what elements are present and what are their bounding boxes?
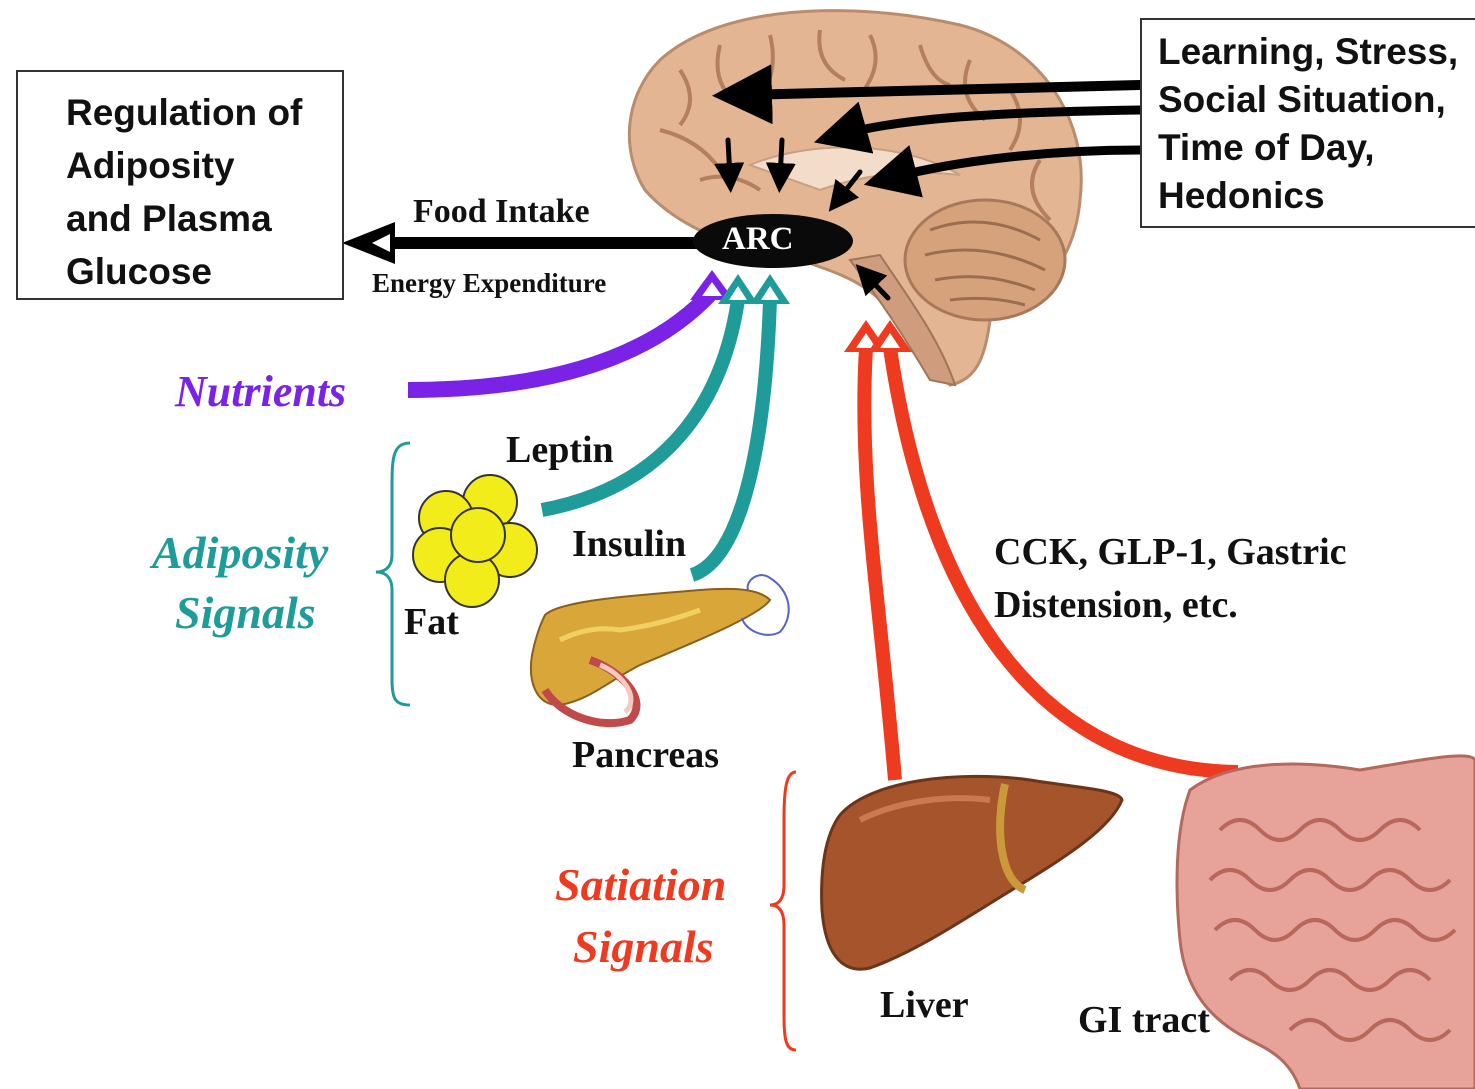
satiation-signals-label-line2: Signals (573, 920, 714, 973)
food-intake-label: Food Intake (413, 193, 590, 231)
leptin-arrow (542, 274, 758, 510)
influences-box: Learning, Stress, Social Situation, Time… (1140, 18, 1475, 228)
nutrients-label: Nutrients (175, 366, 346, 417)
gut-signals-label-line2: Distension, etc. (994, 583, 1238, 627)
influences-line-3: Time of Day, (1158, 124, 1475, 172)
pancreas-illustration (531, 575, 789, 723)
leptin-label: Leptin (506, 428, 614, 472)
energy-expenditure-label: Energy Expenditure (372, 268, 606, 299)
influences-line-1: Learning, Stress, (1158, 28, 1475, 76)
pancreas-label: Pancreas (572, 733, 719, 777)
regulation-line-1: Regulation of (66, 86, 342, 139)
regulation-box: Regulation of Adiposity and Plasma Gluco… (16, 70, 344, 300)
regulation-line-4: Glucose (66, 245, 342, 298)
brain-illustration (629, 11, 1081, 385)
gi-tract-label: GI tract (1078, 998, 1210, 1042)
satiation-bracket (770, 772, 796, 1050)
adiposity-signals-label-line1: Adiposity (152, 526, 328, 579)
influences-line-4: Hedonics (1158, 172, 1475, 220)
regulation-line-3: and Plasma (66, 192, 342, 245)
gi-tract-illustration (1177, 756, 1475, 1089)
insulin-label: Insulin (572, 522, 686, 566)
satiation-signals-label-line1: Satiation (555, 858, 726, 911)
liver-illustration (822, 776, 1122, 969)
adiposity-signals-label-line2: Signals (175, 586, 316, 639)
adiposity-bracket (376, 443, 410, 705)
liver-arrow (844, 320, 895, 780)
fat-cells (413, 475, 537, 607)
gut-signals-label-line1: CCK, GLP-1, Gastric (994, 530, 1347, 574)
liver-label: Liver (880, 983, 969, 1027)
regulation-line-2: Adiposity (66, 139, 342, 192)
arc-label: ARC (722, 221, 794, 258)
fat-label: Fat (404, 600, 459, 644)
influences-line-2: Social Situation, (1158, 76, 1475, 124)
